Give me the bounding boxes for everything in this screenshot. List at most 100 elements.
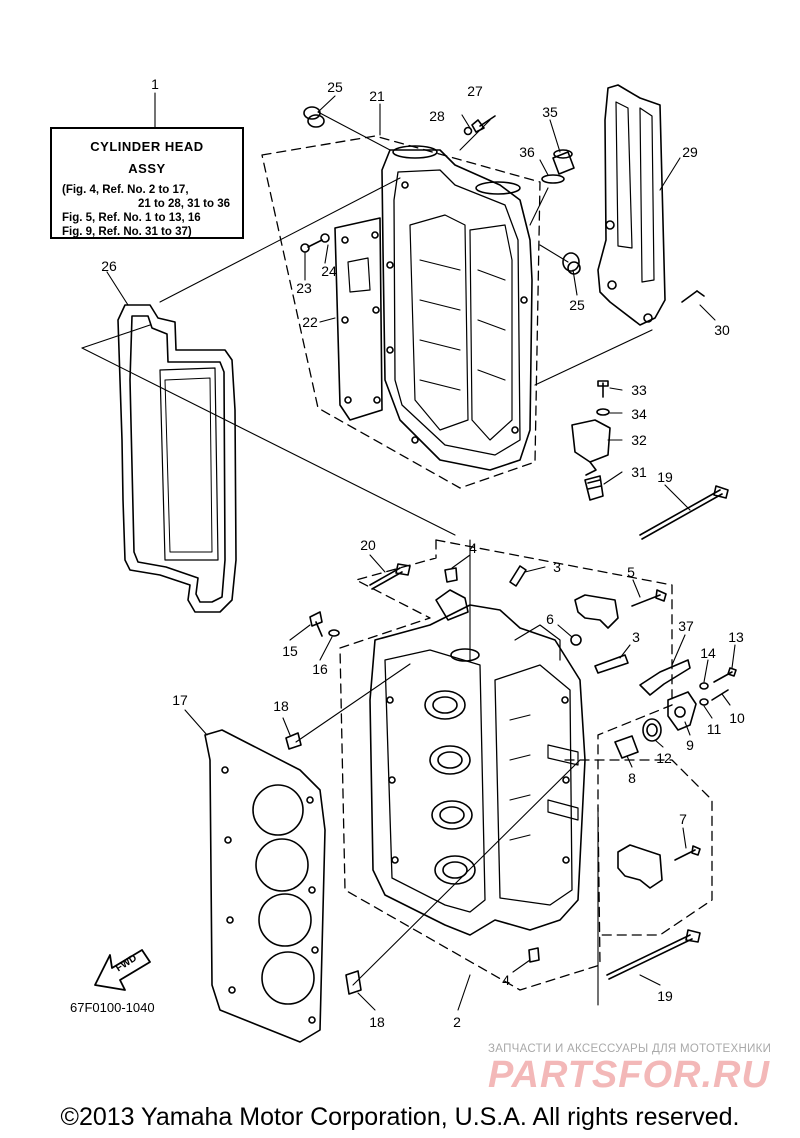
callout-8[interactable]: 8 [628,770,636,786]
callout-33[interactable]: 33 [631,382,647,398]
callout-3[interactable]: 3 [632,629,640,645]
callout-27[interactable]: 27 [467,83,483,99]
callout-34[interactable]: 34 [631,406,647,422]
callout-29[interactable]: 29 [682,144,698,160]
callout-18[interactable]: 18 [369,1014,385,1030]
callout-25[interactable]: 25 [569,297,585,313]
callout-10[interactable]: 10 [729,710,745,726]
cylinder-head-cover [381,145,533,471]
callout-7[interactable]: 7 [679,811,687,827]
head-cover-group-outline [261,135,541,489]
bolt-23 [300,239,323,253]
fwd-arrow-icon [94,949,151,991]
callout-3[interactable]: 3 [553,559,561,575]
figure-code: 67F0100-1040 [70,1000,155,1015]
assembly-ref-line: Fig. 9, Ref. No. 31 to 37) [62,226,192,238]
callout-19[interactable]: 19 [657,988,673,1004]
grommet-25-side [562,252,581,275]
washer-34 [596,408,610,416]
bolt-30 [681,290,705,303]
callout-35[interactable]: 35 [542,104,558,120]
callout-9[interactable]: 9 [686,737,694,753]
callout-14[interactable]: 14 [700,645,716,661]
breather-plate [334,217,383,421]
bolt-33 [597,380,609,398]
leader-lines [81,111,653,1006]
callout-21[interactable]: 21 [369,88,385,104]
bolt-20 [369,563,411,590]
housing-9 [667,691,697,731]
washer-28 [463,126,473,136]
assembly-subtitle: ASSY [128,161,166,176]
bolt-5 [631,589,667,607]
washer-11 [699,698,709,706]
bracket-5 [574,594,619,629]
bolt-27 [471,115,496,133]
pin-6 [570,634,582,646]
callout-6[interactable]: 6 [546,611,554,627]
callout-28[interactable]: 28 [429,108,445,124]
assembly-ref-line: Fig. 5, Ref. No. 1 to 13, 16 [62,212,201,224]
dowel-3-upper [509,565,527,587]
callout-4[interactable]: 4 [502,972,510,988]
watermark-tagline: ЗАПЧАСТИ И АКСЕССУАРЫ ДЛЯ МОТОТЕХНИКИ [488,1043,772,1055]
seal-12 [642,718,662,742]
callout-36[interactable]: 36 [519,144,535,160]
washer-14 [699,682,709,690]
bolt-15 [309,611,323,637]
callout-18[interactable]: 18 [273,698,289,714]
callout-37[interactable]: 37 [678,618,694,634]
copyright-notice: ©2013 Yamaha Motor Corporation, U.S.A. A… [60,1103,740,1131]
callout-2[interactable]: 2 [453,1014,461,1030]
callout-26[interactable]: 26 [101,258,117,274]
callout-19[interactable]: 19 [657,469,673,485]
plug-8 [614,735,639,759]
sensor-31 [584,475,604,501]
assembly-title: CYLINDER HEAD [90,139,204,154]
bolt-19-bottom [606,929,701,980]
head-gasket [204,729,326,1043]
callout-22[interactable]: 22 [302,314,318,330]
sensor-37 [639,659,691,696]
callout-15[interactable]: 15 [282,643,298,659]
callout-5[interactable]: 5 [627,564,635,580]
cylinder-head [369,589,586,936]
sensor-32 [571,419,611,476]
callout-23[interactable]: 23 [296,280,312,296]
callout-20[interactable]: 20 [360,537,376,553]
bolt-7 [674,845,701,861]
o-ring-36 [541,174,565,184]
callout-4[interactable]: 4 [469,540,477,556]
bracket-7 [617,844,663,889]
washer-24 [320,233,330,243]
callout-31[interactable]: 31 [631,464,647,480]
callout-13[interactable]: 13 [728,629,744,645]
callout-25[interactable]: 25 [327,79,343,95]
dowel-3-lower [594,654,629,674]
plug-4-top [444,567,458,583]
cover-plate [597,84,666,326]
bolt-10 [711,689,729,701]
assembly-ref-line: 21 to 28, 31 to 36 [137,198,230,210]
callout-24[interactable]: 24 [321,263,337,279]
callout-32[interactable]: 32 [631,432,647,448]
grommet-25-top [303,106,325,128]
callout-17[interactable]: 17 [172,692,188,708]
callout-1[interactable]: 1 [151,76,159,92]
callout-leaders [106,92,736,1011]
plug-4-bottom [528,947,540,963]
oil-filler-cap-35 [552,149,575,175]
callout-12[interactable]: 12 [656,750,672,766]
washer-16 [328,629,340,637]
assembly-ref-line: (Fig. 4, Ref. No. 2 to 17, [62,184,189,196]
callout-11[interactable]: 11 [706,721,722,737]
dowel-18-upper [285,732,302,750]
bolt-19-top [639,485,729,540]
callout-30[interactable]: 30 [714,322,730,338]
watermark-logo: PARTSFOR.RU [488,1054,770,1096]
dowel-18-lower [345,970,362,995]
head-cover-gasket [117,304,237,613]
callout-16[interactable]: 16 [312,661,328,677]
assembly-info-box: CYLINDER HEAD ASSY (Fig. 4, Ref. No. 2 t… [50,127,244,239]
